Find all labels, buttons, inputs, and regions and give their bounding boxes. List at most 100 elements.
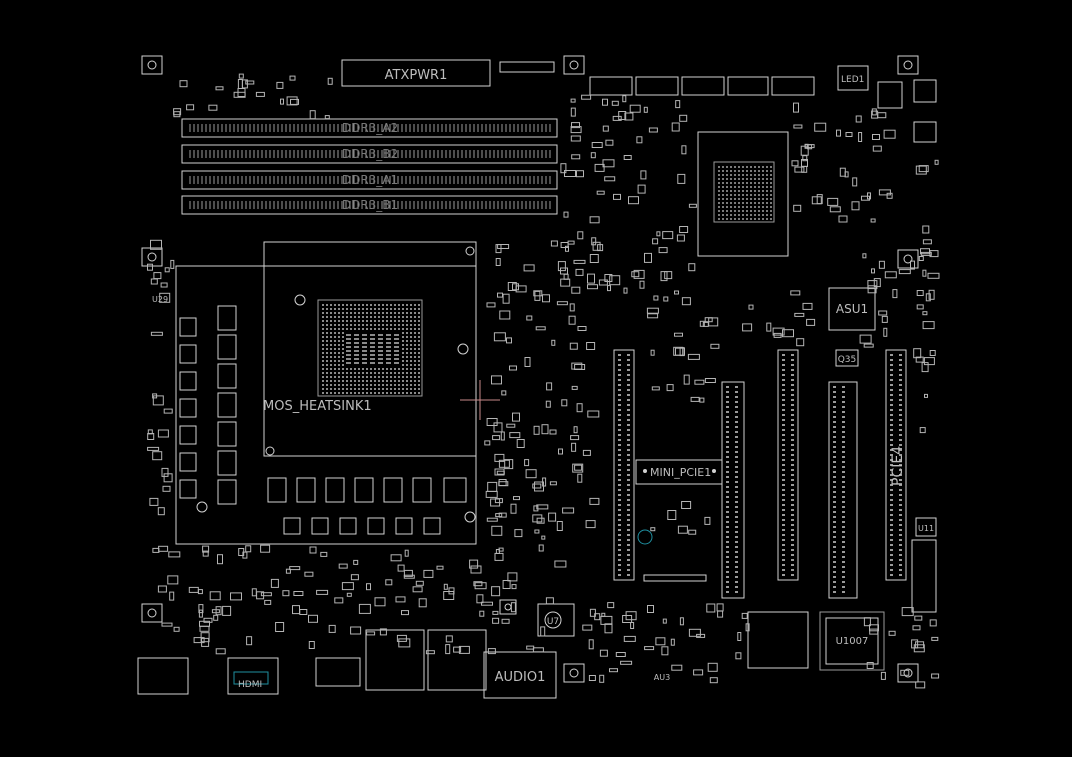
smd-part xyxy=(741,612,748,619)
smd-part xyxy=(589,216,600,224)
smd-part xyxy=(487,648,496,655)
smd-part xyxy=(910,260,915,270)
smd-part xyxy=(631,271,640,278)
smd-part xyxy=(615,652,626,657)
smd-part xyxy=(570,98,576,103)
smd-part xyxy=(320,551,328,557)
smd-part xyxy=(501,618,510,624)
vrm-mosfet xyxy=(395,517,413,535)
vrm-choke xyxy=(217,305,237,331)
smd-part xyxy=(289,566,301,571)
smd-part xyxy=(804,144,815,149)
smd-part xyxy=(683,374,690,385)
smd-part xyxy=(202,550,209,557)
vrm-mosfet xyxy=(179,317,197,337)
smd-part xyxy=(883,129,896,139)
smd-part xyxy=(690,396,700,402)
smd-part xyxy=(591,142,603,148)
smd-part xyxy=(506,423,516,428)
smd-part xyxy=(548,512,557,522)
smd-part xyxy=(604,623,613,634)
smd-part xyxy=(293,591,304,596)
smd-part xyxy=(170,259,175,269)
smd-part xyxy=(589,254,599,263)
smd-part xyxy=(209,591,221,601)
smd-part xyxy=(563,211,569,218)
smd-part xyxy=(916,304,924,310)
smd-part xyxy=(397,564,405,572)
smd-part xyxy=(213,614,219,621)
smd-part xyxy=(495,258,501,266)
smd-part xyxy=(202,545,210,553)
smd-part xyxy=(198,609,203,618)
smd-part xyxy=(495,549,500,554)
smd-part xyxy=(309,546,317,554)
smd-part xyxy=(327,77,333,85)
smd-part xyxy=(592,241,601,251)
smd-part xyxy=(644,252,652,263)
smd-part xyxy=(173,626,180,632)
smd-part xyxy=(793,102,799,113)
smd-part xyxy=(255,91,265,97)
smd-part xyxy=(458,645,470,654)
smd-part xyxy=(790,290,801,296)
smd-part xyxy=(915,681,926,689)
smd-part xyxy=(793,124,803,129)
vrm-choke xyxy=(267,477,287,503)
vrm-choke xyxy=(383,477,403,503)
side-connector xyxy=(911,539,937,613)
smd-part xyxy=(512,412,520,422)
smd-part xyxy=(872,145,882,152)
smd-part xyxy=(526,315,533,321)
smd-part xyxy=(878,260,885,269)
smd-part xyxy=(494,498,503,504)
smd-part xyxy=(859,334,872,344)
u7-circle xyxy=(544,611,562,629)
vrm-choke xyxy=(217,392,237,418)
smd-part xyxy=(794,312,805,317)
smd-part xyxy=(502,293,510,304)
smd-part xyxy=(646,307,659,314)
smd-part xyxy=(251,588,257,597)
smd-part xyxy=(270,578,279,588)
smd-part xyxy=(570,126,582,134)
smd-part xyxy=(597,244,604,252)
smd-part xyxy=(622,615,633,623)
smd-part xyxy=(671,122,680,132)
smd-part xyxy=(869,624,879,632)
smd-part xyxy=(535,326,546,331)
smd-part xyxy=(612,115,622,121)
pcie-slots xyxy=(613,349,907,599)
dimm-label-1: DDR3_A2 xyxy=(342,121,398,135)
smd-part xyxy=(794,166,805,173)
smd-part xyxy=(524,357,531,367)
smd-part xyxy=(398,638,411,648)
smd-part xyxy=(609,275,621,286)
smd-part xyxy=(515,285,527,293)
smd-part xyxy=(688,529,697,535)
smd-part xyxy=(275,622,285,632)
smd-part xyxy=(523,264,535,272)
smd-part xyxy=(793,204,802,212)
smd-part xyxy=(858,132,863,142)
smd-part xyxy=(590,152,596,159)
smd-part xyxy=(506,337,512,344)
smd-part xyxy=(883,327,888,337)
smd-part xyxy=(499,310,511,320)
smd-part xyxy=(667,510,677,520)
smd-part xyxy=(334,597,344,604)
smd-part xyxy=(491,586,501,597)
smd-part xyxy=(916,290,924,296)
smd-part xyxy=(570,135,581,142)
smd-part xyxy=(886,192,893,199)
hdmi-pads xyxy=(233,671,269,685)
dimm-label-4: DDR3_B1 xyxy=(342,198,398,212)
smd-part xyxy=(557,261,566,272)
smd-part xyxy=(276,81,284,89)
smd-part xyxy=(538,544,544,552)
smd-part xyxy=(927,272,940,279)
smd-part xyxy=(929,250,939,258)
smd-part xyxy=(532,514,543,523)
vrm-mosfet xyxy=(311,517,329,535)
smd-part xyxy=(484,440,491,446)
